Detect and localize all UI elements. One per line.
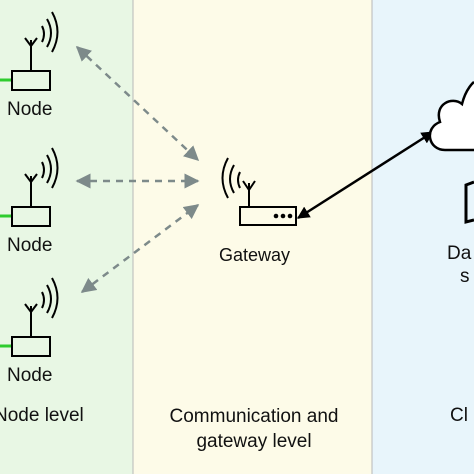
node-level-label: Node level — [0, 405, 84, 426]
cloud-level-panel — [372, 0, 474, 474]
node-2-label: Node — [7, 235, 53, 256]
node-3-label: Node — [7, 365, 53, 386]
antenna-node-icon — [0, 147, 59, 227]
antenna-node-icon — [0, 277, 59, 357]
gateway-cloud-link — [296, 130, 435, 220]
communication-level-line2: gateway level — [196, 431, 312, 452]
communication-level-line1: Communication and — [169, 406, 339, 427]
node-1-label: Node — [7, 99, 53, 120]
communication-level-panel — [133, 0, 372, 474]
gateway-label: Gateway — [219, 245, 291, 265]
database-icon — [464, 180, 474, 224]
node-1 — [0, 11, 59, 91]
node-2 — [0, 147, 59, 227]
antenna-node-icon — [0, 11, 59, 91]
gateway-router-icon — [221, 157, 297, 226]
node-3 — [0, 277, 59, 357]
cloud-label-line2: s — [460, 266, 470, 287]
node-3-gateway-link — [80, 204, 200, 293]
cloud-level-label: Cl — [450, 405, 468, 426]
communication-level-label: Communication and gateway level — [140, 404, 368, 454]
cloud-label-line1: Da — [447, 243, 472, 264]
node-1-gateway-link — [75, 45, 200, 162]
cloud-icon — [428, 81, 474, 152]
